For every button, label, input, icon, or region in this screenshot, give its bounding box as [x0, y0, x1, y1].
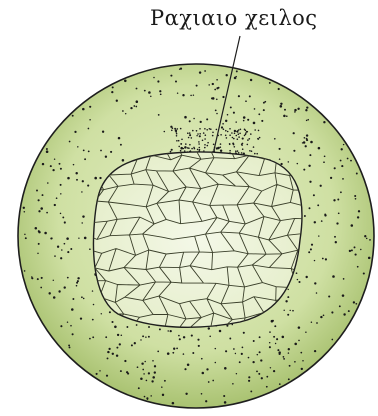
dorsal-lip-label: Ραχιαιο χειλος [150, 6, 318, 30]
